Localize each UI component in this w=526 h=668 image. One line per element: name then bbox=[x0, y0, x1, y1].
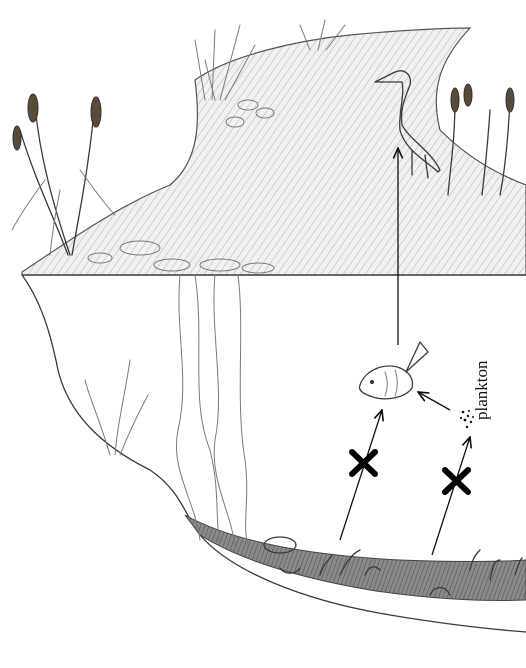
submerged-plant bbox=[85, 360, 148, 455]
benthos-to-plankton-arrow bbox=[432, 437, 470, 555]
x-mark-icon bbox=[445, 470, 468, 492]
x-mark-icon bbox=[352, 452, 375, 474]
plankton-to-fish-arrow bbox=[418, 392, 450, 410]
plankton-label: plankton bbox=[472, 360, 491, 420]
underwater-lily-stems bbox=[176, 275, 248, 545]
pond-basin bbox=[22, 275, 526, 632]
pond-surface-land bbox=[22, 28, 526, 275]
fish bbox=[359, 342, 428, 399]
